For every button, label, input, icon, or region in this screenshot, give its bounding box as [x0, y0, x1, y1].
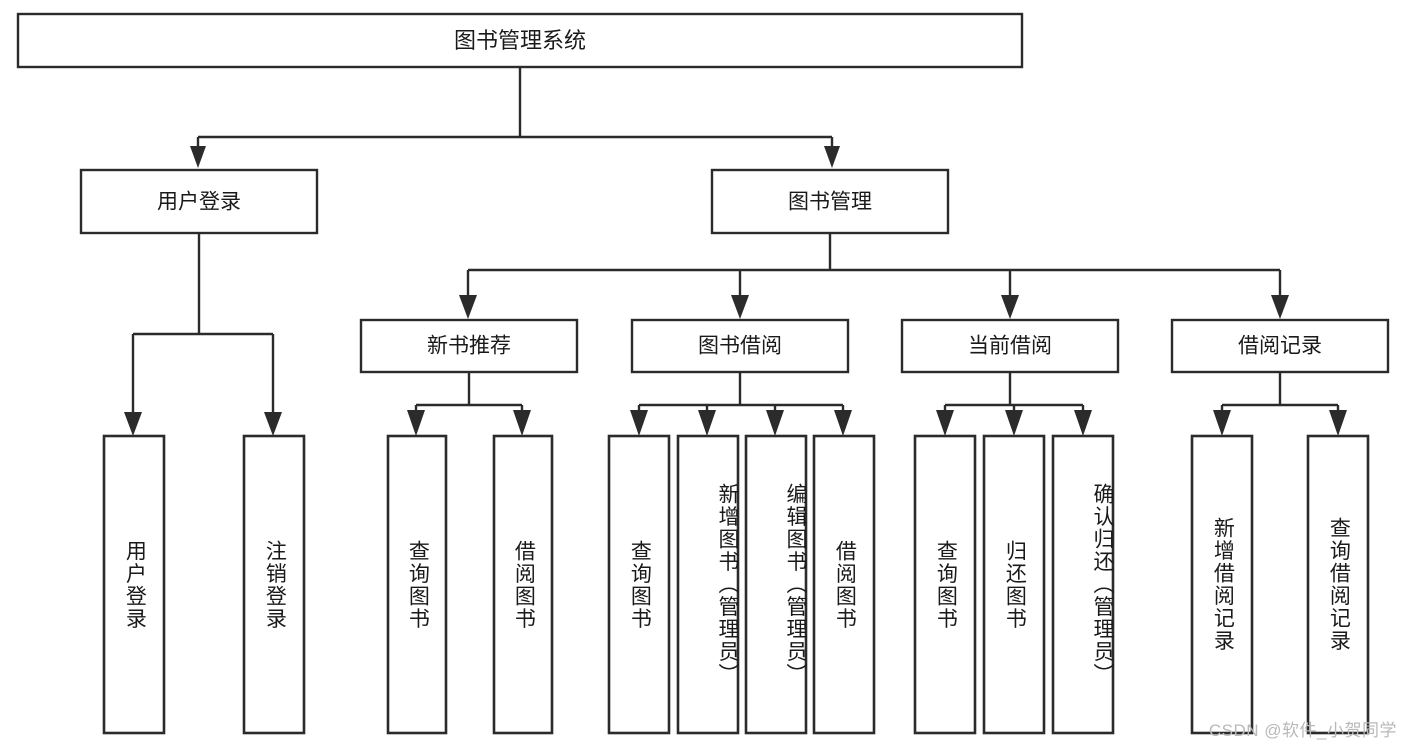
arrow-bookmgmt-to-current: [1001, 295, 1019, 319]
arrow-bookborrow-leaf-3: [766, 410, 784, 436]
root-box[interactable]: [16, 12, 1024, 69]
new-book-recommend-label: 新书推荐: [427, 335, 511, 358]
arrow-newbook-leaf-2: [513, 410, 531, 436]
arrow-currentborrow-leaf-3: [1074, 410, 1092, 436]
leaf-box-query-book-borrow[interactable]: [607, 434, 671, 735]
current-borrow-label: 当前借阅: [968, 335, 1052, 358]
book-borrow-box[interactable]: [630, 318, 850, 374]
arrow-root-to-book-mgmt: [824, 146, 840, 168]
node-root[interactable]: 图书管理系统: [16, 12, 1024, 69]
arrow-bookmgmt-to-record: [1271, 295, 1289, 319]
arrow-userlogin-leaf-1: [124, 412, 142, 436]
arrow-borrowrecord-leaf-2: [1329, 410, 1347, 436]
leaf-box-query-borrow-record[interactable]: [1306, 434, 1370, 735]
book-management-box[interactable]: [710, 168, 950, 235]
csdn-watermark: CSDN @软件_小贺同学: [1208, 721, 1397, 740]
node-current-borrow[interactable]: 当前借阅: [900, 318, 1120, 374]
current-borrow-box[interactable]: [900, 318, 1120, 374]
arrow-bookmgmt-to-new-book: [459, 295, 477, 319]
node-new-book-recommend[interactable]: 新书推荐: [359, 318, 579, 374]
borrow-record-label: 借阅记录: [1238, 335, 1322, 358]
book-borrow-label: 图书借阅: [698, 335, 782, 358]
arrow-bookborrow-leaf-4: [834, 410, 852, 436]
leaf-box-user-login[interactable]: [102, 434, 166, 735]
arrow-root-to-user-login: [190, 146, 206, 168]
arrow-bookborrow-leaf-1: [630, 410, 648, 436]
leaf-box-query-book-rec[interactable]: [386, 434, 448, 735]
node-user-login[interactable]: 用户登录: [79, 168, 319, 235]
leaf-box-logout[interactable]: [242, 434, 306, 735]
node-book-borrow[interactable]: 图书借阅: [630, 318, 850, 374]
user-login-label: 用户登录: [157, 191, 241, 214]
new-book-recommend-box[interactable]: [359, 318, 579, 374]
root-label: 图书管理系统: [454, 28, 586, 53]
arrow-bookmgmt-to-borrow: [731, 295, 749, 319]
leaf-box-borrow-book-rec[interactable]: [492, 434, 554, 735]
leaf-box-query-book-current[interactable]: [913, 434, 977, 735]
leaf-box-add-book-admin[interactable]: [676, 434, 740, 735]
leaf-box-borrow-book[interactable]: [812, 434, 876, 735]
borrow-record-box[interactable]: [1170, 318, 1390, 374]
arrow-userlogin-leaf-2: [264, 412, 282, 436]
arrow-currentborrow-leaf-2: [1005, 410, 1023, 436]
arrow-borrowrecord-leaf-1: [1213, 410, 1231, 436]
leaf-box-edit-book-admin[interactable]: [744, 434, 808, 735]
leaf-box-return-book[interactable]: [982, 434, 1046, 735]
leaf-box-add-borrow-record[interactable]: [1190, 434, 1254, 735]
arrow-newbook-leaf-1: [407, 410, 425, 436]
leaf-box-confirm-return-admin[interactable]: [1051, 434, 1115, 735]
node-book-management[interactable]: 图书管理: [710, 168, 950, 235]
book-management-label: 图书管理: [788, 191, 872, 214]
node-borrow-record[interactable]: 借阅记录: [1170, 318, 1390, 374]
arrow-currentborrow-leaf-1: [936, 410, 954, 436]
arrow-bookborrow-leaf-2: [698, 410, 716, 436]
